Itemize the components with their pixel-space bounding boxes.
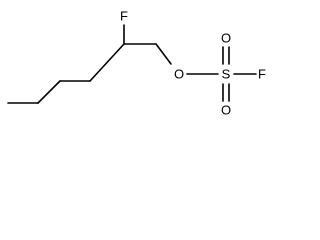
- atom-oxygen-top: O: [221, 31, 231, 46]
- atom-oxygen-ester: O: [174, 67, 184, 82]
- structure-diagram: F O S O O F: [0, 0, 270, 125]
- molecule-drawing: F O S O O F: [7, 9, 266, 118]
- bond-c2-c3: [37, 80, 61, 104]
- atom-fluorine-2: F: [258, 67, 266, 82]
- atom-sulfur: S: [222, 67, 231, 82]
- bond-c4-c5: [89, 43, 125, 82]
- bond-c6-o: [155, 43, 172, 65]
- atom-fluorine-1: F: [120, 9, 128, 24]
- atom-oxygen-bottom: O: [221, 103, 231, 118]
